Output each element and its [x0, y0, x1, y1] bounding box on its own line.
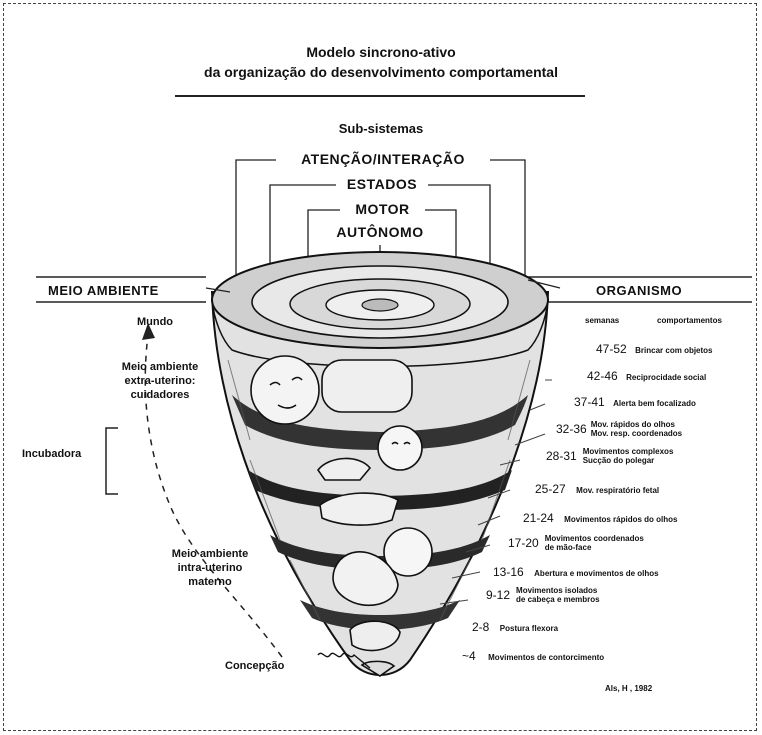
layer-label-autonomic: AUTÔNOMO: [325, 224, 435, 240]
stage-row: 32-36 Mov. rápidos do olhos Mov. resp. c…: [556, 420, 682, 438]
infant-head-large: [251, 356, 319, 424]
stage-row: 9-12 Movimentos isolados de cabeça e mem…: [486, 586, 600, 604]
extra-uterine-label: Meio ambiente extra-uterino: cuidadores: [95, 360, 225, 402]
incubator-bracket: [106, 428, 118, 494]
developmental-cone: [212, 252, 548, 676]
stage-row: 17-20 Movimentos coordenados de mão-face: [508, 534, 644, 552]
organism-heading: ORGANISMO: [596, 283, 682, 298]
stage-row: 28-31 Movimentos complexos Sucção do pol…: [546, 447, 673, 465]
stage-row: 25-27 Mov. respiratório fetal: [535, 480, 659, 498]
intra-uterine-label: Meio ambiente intra-uterino materno: [150, 547, 270, 589]
citation: Als, H , 1982: [605, 684, 652, 693]
layer-label-states: ESTADOS: [336, 176, 428, 192]
layer-label-motor: MOTOR: [340, 201, 425, 217]
title-line-1: Modelo sincrono-ativo: [0, 44, 762, 60]
environment-world: Mundo: [110, 315, 200, 329]
stage-row: 2-8 Postura flexora: [472, 618, 558, 636]
cone-core: [362, 299, 398, 311]
stage-row: 47-52 Brincar com objetos: [596, 340, 713, 358]
stage-row: 42-46 Reciprocidade social: [587, 367, 706, 385]
subsystems-heading: Sub-sistemas: [0, 121, 762, 136]
title-line-2: da organização do desenvolvimento compor…: [0, 64, 762, 80]
stage-row: 37-41 Alerta bem focalizado: [574, 393, 696, 411]
organism-col-weeks: semanas: [585, 316, 619, 325]
infant-head-small: [378, 426, 422, 470]
organism-col-behaviors: comportamentos: [657, 316, 722, 325]
environment-heading: MEIO AMBIENTE: [48, 283, 159, 298]
conception-label: Concepção: [225, 659, 284, 673]
incubator-label: Incubadora: [22, 447, 81, 461]
stage-row: 21-24 Movimentos rápidos do olhos: [523, 509, 678, 527]
stage-row: ~4 Movimentos de contorcimento: [462, 647, 604, 665]
layer-label-attention: ATENÇÃO/INTERAÇÃO: [276, 151, 490, 167]
stage-row: 13-16 Abertura e movimentos de olhos: [493, 563, 659, 581]
